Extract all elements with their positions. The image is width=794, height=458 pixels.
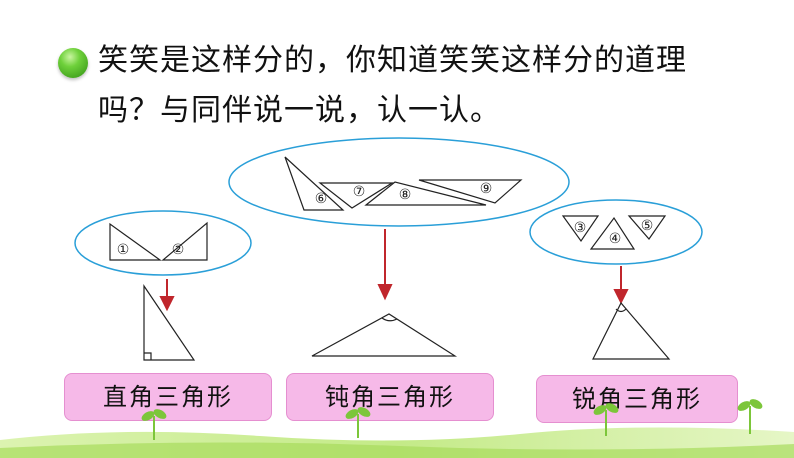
triangle-piece-9 [418,179,523,204]
piece-number-9: ⑨ [480,181,493,197]
green-bullet-icon [58,48,88,78]
arrow-right-group [159,279,175,312]
right-triangle-label: 直角三角形 [64,373,272,421]
triangle-piece-2 [161,221,208,261]
obtuse-group-ellipse [228,137,570,227]
piece-number-4: ④ [609,231,622,247]
piece-number-2: ② [172,242,185,258]
obtuse-triangle-shape [311,313,458,357]
arrow-acute-group [613,266,629,305]
piece-number-3: ③ [574,220,587,236]
piece-number-8: ⑧ [399,187,412,203]
arrow-obtuse-group [377,229,393,301]
question-text: 笑笑是这样分的，你知道笑笑这样分的道理 吗？与同伴说一说，认一认。 [98,36,778,136]
acute-triangle-shape [592,301,671,360]
right-triangle-shape [143,284,196,361]
obtuse-triangle-label: 钝角三角形 [286,373,494,421]
triangle-piece-3 [561,215,600,243]
triangle-piece-6 [284,156,345,211]
triangle-piece-8 [364,181,487,206]
triangle-piece-4 [589,216,636,250]
piece-number-1: ① [117,242,130,258]
acute-triangle-label: 锐角三角形 [536,375,738,423]
piece-number-6: ⑥ [315,191,328,207]
piece-number-7: ⑦ [353,184,366,200]
triangle-piece-7 [318,182,395,209]
grass-decoration [0,399,794,458]
question-line-1: 笑笑是这样分的，你知道笑笑这样分的道理 [98,43,687,78]
triangle-piece-1 [109,222,162,261]
piece-number-5: ⑤ [641,218,654,234]
triangle-piece-5 [627,215,667,240]
right-group-ellipse [74,210,252,276]
question-line-2: 吗？与同伴说一说，认一认。 [98,93,501,128]
acute-group-ellipse [529,199,703,265]
